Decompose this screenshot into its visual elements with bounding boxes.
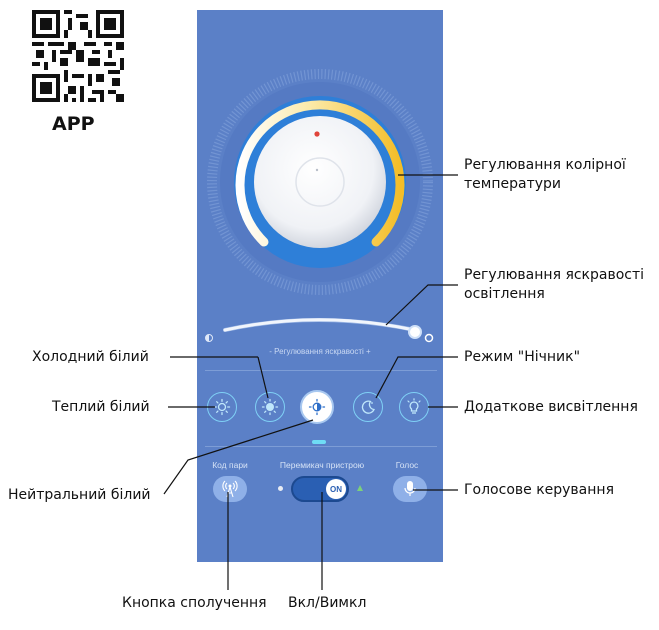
callout-brightness: Регулювання яскравості освітлення bbox=[464, 266, 644, 304]
toggle-knob: ON bbox=[326, 479, 346, 499]
night-mode-button[interactable] bbox=[353, 392, 383, 422]
on-indicator bbox=[357, 485, 363, 491]
device-switch-label: Перемикач пристрою bbox=[279, 460, 365, 470]
callout-brightness-line2: освітлення bbox=[464, 286, 545, 302]
voice-label: Голос bbox=[395, 460, 419, 470]
callout-voice-control: Голосове керування bbox=[464, 482, 614, 498]
divider bbox=[205, 446, 437, 447]
moon-night-icon bbox=[361, 400, 375, 414]
brightness-label: - Регулювання яскравості + bbox=[269, 347, 371, 356]
bulb-extra-icon bbox=[407, 398, 421, 414]
cold-white-sun-icon bbox=[261, 398, 279, 416]
page-indicator bbox=[312, 440, 326, 444]
divider bbox=[205, 370, 437, 371]
off-indicator bbox=[278, 486, 283, 491]
neutral-white-sun-icon bbox=[308, 398, 326, 416]
callout-color-temperature-line1: Регулювання колірної bbox=[464, 157, 626, 173]
callout-on-off: Вкл/Вимкл bbox=[288, 595, 367, 611]
app-screen: - Регулювання яскравості + Код пари Пере… bbox=[197, 10, 443, 562]
qr-code bbox=[32, 10, 124, 102]
callout-warm-white: Теплий білий bbox=[52, 399, 150, 415]
callout-night-mode: Режим "Нічник" bbox=[464, 349, 581, 365]
callout-neutral-white: Нейтральний білий bbox=[8, 487, 151, 503]
callout-cold-white: Холодний білий bbox=[32, 349, 149, 365]
color-temperature-dial[interactable] bbox=[197, 10, 443, 310]
callout-color-temperature-line2: температури bbox=[464, 176, 561, 192]
power-toggle[interactable]: ON bbox=[291, 476, 349, 502]
pair-button[interactable] bbox=[213, 476, 247, 502]
antenna-icon bbox=[222, 480, 238, 498]
neutral-white-button[interactable] bbox=[300, 390, 334, 424]
callout-color-temperature: Регулювання колірної температури bbox=[464, 156, 626, 194]
voice-button[interactable] bbox=[393, 476, 427, 502]
callout-pair-button: Кнопка сполучення bbox=[122, 595, 267, 611]
callout-extra-lighting: Додаткове висвітлення bbox=[464, 399, 638, 415]
cold-white-button[interactable] bbox=[255, 392, 285, 422]
callout-brightness-line1: Регулювання яскравості bbox=[464, 267, 645, 283]
brightness-slider[interactable] bbox=[197, 10, 443, 370]
pair-code-label: Код пари bbox=[212, 460, 248, 470]
app-label: APP bbox=[52, 113, 95, 135]
